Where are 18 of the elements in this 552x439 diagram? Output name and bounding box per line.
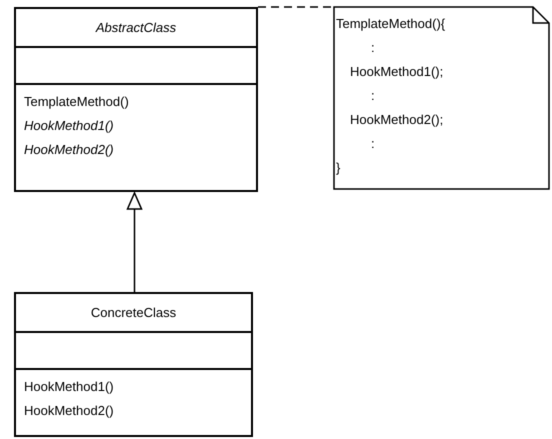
code-line: TemplateMethod(){ [336, 16, 446, 31]
method-text: HookMethod1() [24, 378, 114, 396]
code-line: : [371, 88, 375, 103]
dashed-connector [258, 6, 333, 8]
code-line: } [336, 160, 340, 175]
code-line: HookMethod2(); [350, 112, 444, 127]
method-text: TemplateMethod() [24, 93, 129, 111]
class-box [14, 292, 253, 437]
class-box [14, 7, 258, 192]
method-text: HookMethod2() [24, 141, 114, 159]
code-line: HookMethod1(); [350, 64, 444, 79]
method-text: HookMethod2() [24, 402, 114, 420]
code-line: : [371, 40, 375, 55]
code-line: : [371, 136, 375, 151]
class-name: AbstractClass [96, 18, 176, 37]
method-text: HookMethod1() [24, 117, 114, 135]
inheritance-arrow [126, 192, 142, 292]
class-name: ConcreteClass [90, 304, 176, 322]
